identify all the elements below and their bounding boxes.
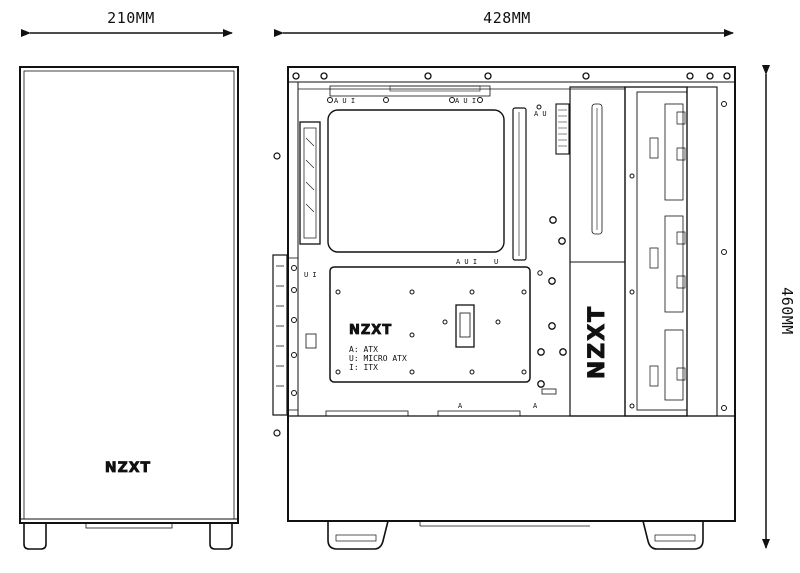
- front-intake: [686, 86, 718, 417]
- mark-a-left: A: [458, 402, 463, 410]
- length-dimension: 428MM: [274, 9, 734, 37]
- length-label: 428MM: [483, 9, 531, 27]
- mark-au-top: A U: [534, 110, 547, 118]
- depth-label: 210MM: [107, 9, 155, 27]
- cable-grommet: [512, 107, 527, 261]
- legend-line-3: I: ITX: [349, 363, 378, 372]
- mark-ui: U I: [304, 271, 317, 279]
- rear-fan: [299, 121, 321, 245]
- mark-a-right: A: [533, 402, 538, 410]
- depth-dimension: 210MM: [21, 9, 233, 37]
- front-panel: [19, 66, 239, 524]
- side-foot-rear: [327, 520, 389, 550]
- front-view: NZXT: [19, 66, 239, 550]
- legend-line-2: U: MICRO ATX: [349, 354, 407, 363]
- expansion-slots: [272, 254, 299, 416]
- drive-cage: [624, 86, 688, 417]
- mark-mid: A U I: [456, 258, 477, 266]
- front-foot-left: [23, 523, 47, 550]
- motherboard-plate: [329, 266, 531, 383]
- mark-u-mid: U: [494, 258, 498, 266]
- front-panel-inner: [23, 70, 235, 520]
- legend-line-1: A: ATX: [349, 345, 378, 354]
- plate-brand-logo: NZXT: [349, 323, 392, 338]
- side-foot-front: [642, 520, 704, 550]
- connector-strip: [555, 103, 570, 155]
- height-label: 460MM: [778, 287, 796, 335]
- top-rail-screws: [292, 72, 731, 80]
- front-brand-logo: NZXT: [105, 460, 151, 476]
- height-dimension: 460MM: [762, 65, 796, 549]
- vertical-brand-logo: NZXT: [585, 305, 610, 379]
- standoff-holes: [537, 216, 567, 388]
- plate-holes: [335, 289, 527, 375]
- mark-top-left: A U I: [334, 97, 355, 105]
- mark-top-right: A U I: [455, 97, 476, 105]
- side-view: A U I A U I U I: [272, 66, 736, 550]
- chassis-outline: [287, 66, 736, 522]
- plate-bracket: [455, 304, 475, 348]
- front-foot-right: [209, 523, 233, 550]
- cpu-cutout: [327, 109, 505, 253]
